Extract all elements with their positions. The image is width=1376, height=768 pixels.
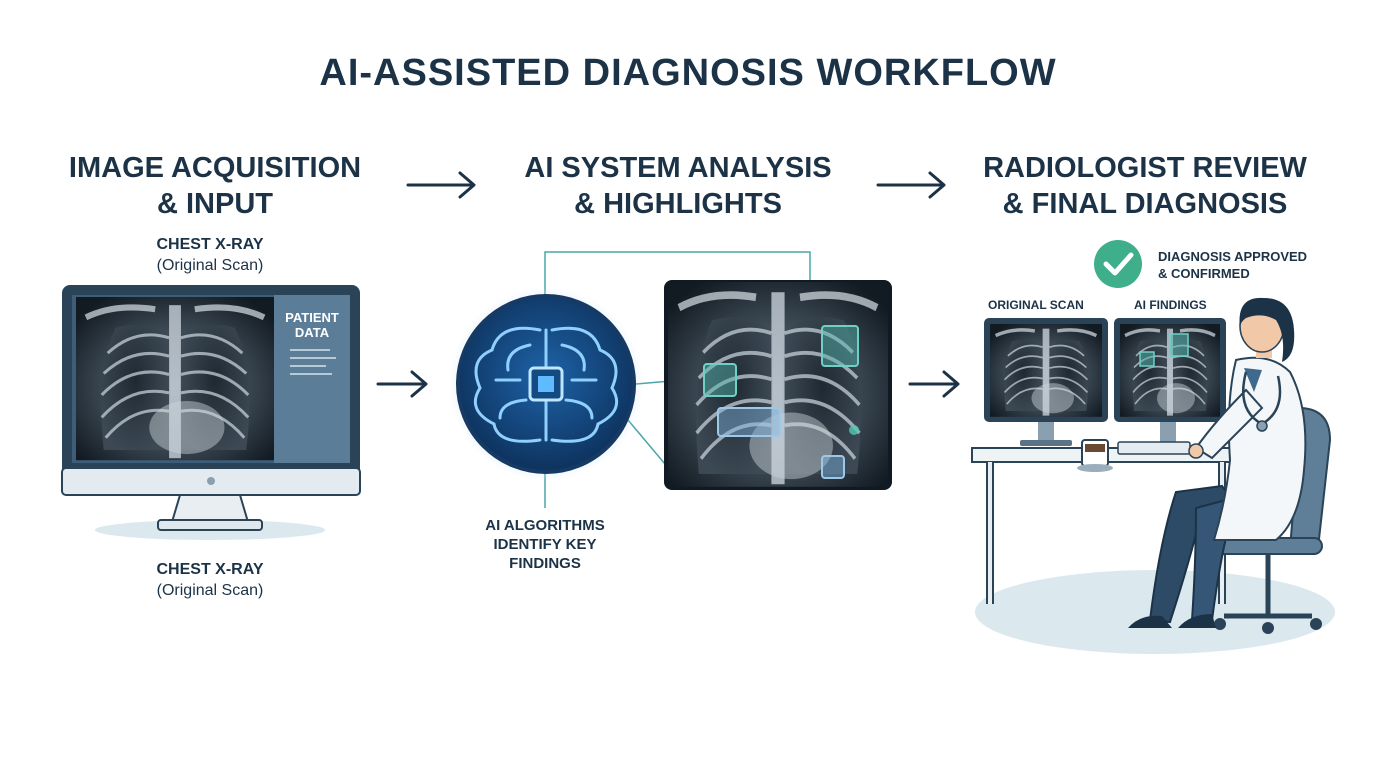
diagnosis-approved-label: DIAGNOSIS APPROVED & CONFIRMED	[1158, 248, 1307, 282]
ai-algorithms-caption: AI ALGORITHMS IDENTIFY KEY FINDINGS	[455, 516, 635, 573]
arrow-icon	[376, 370, 428, 398]
stage-1-title-line2: & INPUT	[157, 188, 273, 220]
algo-line1: AI ALGORITHMS	[485, 517, 605, 534]
stage-1-bottom-caption-sub: (Original Scan)	[156, 582, 264, 599]
ai-annotated-xray	[664, 280, 892, 490]
ai-brain-icon	[448, 286, 644, 482]
page-title: AI-ASSISTED DIAGNOSIS WORKFLOW	[319, 52, 1057, 94]
radiologist-workstation	[971, 297, 1335, 654]
stage-1-top-caption: CHEST X-RAY	[156, 236, 264, 253]
stage-1-title: IMAGE ACQUISITION & INPUT	[40, 150, 390, 222]
stage-1-top-caption-sub: (Original Scan)	[156, 257, 264, 274]
approved-line2: & CONFIRMED	[1158, 266, 1250, 281]
stage-1-title-line1: IMAGE ACQUISITION	[68, 152, 362, 184]
patient-data-line1: PATIENT	[285, 310, 339, 325]
arrow-icon	[406, 171, 476, 199]
original-scan-label: ORIGINAL SCAN	[988, 298, 1084, 312]
stage-3-title: RADIOLOGIST REVIEW & FINAL DIAGNOSIS	[965, 150, 1325, 222]
ai-findings-label: AI FINDINGS	[1134, 298, 1207, 312]
stage-2-title-line1: AI SYSTEM ANALYSIS	[524, 152, 832, 184]
stage-3-title-line2: & FINAL DIAGNOSIS	[1002, 188, 1288, 220]
stage-2-title: AI SYSTEM ANALYSIS & HIGHLIGHTS	[500, 150, 856, 222]
stage-2-title-line2: & HIGHLIGHTS	[574, 188, 782, 220]
arrow-icon	[908, 370, 960, 398]
algo-line3: FINDINGS	[509, 555, 581, 572]
check-icon	[1094, 240, 1142, 288]
patient-data-line2: DATA	[294, 325, 330, 340]
acquisition-monitor	[61, 285, 361, 540]
stage-1-bottom-caption: CHEST X-RAY	[156, 561, 264, 578]
arrow-icon	[876, 171, 946, 199]
patient-data-panel: PATIENT DATA	[280, 310, 344, 340]
stage-3-title-line1: RADIOLOGIST REVIEW	[983, 152, 1307, 184]
algo-line2: IDENTIFY KEY	[493, 536, 597, 553]
approved-line1: DIAGNOSIS APPROVED	[1158, 249, 1308, 264]
